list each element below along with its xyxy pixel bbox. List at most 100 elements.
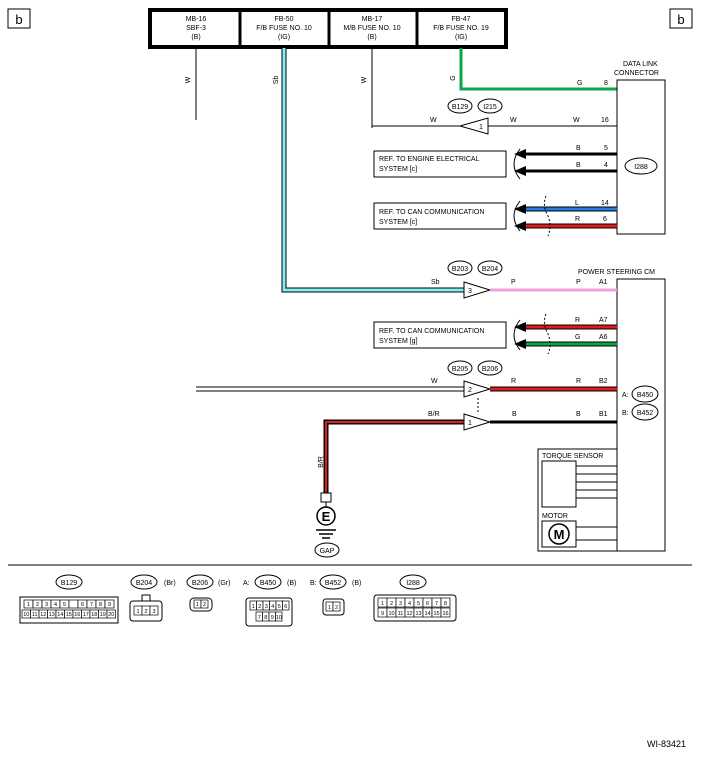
cv-b204-name: B204 xyxy=(136,580,152,587)
fuse-2-line3: (IG) xyxy=(278,34,290,41)
joint-b203-triangle xyxy=(463,281,492,299)
arrow-r-pin6 xyxy=(514,221,526,231)
joint-b205-oval1 xyxy=(447,360,473,376)
connector-pin-number: 6 xyxy=(426,601,429,607)
connector-pin-number: 17 xyxy=(83,612,89,618)
joint-b203-pin: 3 xyxy=(468,288,472,295)
connector-pin-cell xyxy=(106,609,116,619)
fuse-4-line2: F/B FUSE NO. 19 xyxy=(433,25,489,32)
cv-b129-oval xyxy=(55,574,83,590)
twisted-pair-mark-2 xyxy=(543,313,551,355)
ps-connector-a-name: B450 xyxy=(637,392,653,399)
connector-pin-cell xyxy=(440,607,451,618)
arrow-b-pin5 xyxy=(514,149,526,159)
dlc-title-2: CONNECTOR xyxy=(614,70,659,77)
connector-pin-number: 4 xyxy=(408,601,411,607)
cv-b204-latch xyxy=(141,594,151,602)
cv-b452-name: B452 xyxy=(325,580,341,587)
connector-pin-number: 1 xyxy=(27,602,30,608)
dlc-connector-oval xyxy=(624,157,658,175)
connector-pin-number: 2 xyxy=(203,602,206,608)
connector-pin-number: 8 xyxy=(264,615,267,621)
connector-pin-number: 1 xyxy=(196,602,199,608)
dlc-pin-label-l: L xyxy=(575,200,579,207)
connector-pin-number: 2 xyxy=(36,602,39,608)
ground-wire-label: B/R xyxy=(318,456,325,468)
cv-b452-prefix: B: xyxy=(310,580,317,587)
fuse-box: MB-16 SBF-3 (B) FB-50 F/B FUSE NO. 10 (I… xyxy=(148,8,508,49)
motor-icon xyxy=(548,523,570,545)
connector-pin-number: 19 xyxy=(100,612,106,618)
ps-pin-b2: B2 xyxy=(599,378,608,385)
dlc-pin-8: 8 xyxy=(604,80,608,87)
cv-b206-color: (Gr) xyxy=(218,580,230,587)
connector-pin-number: 7 xyxy=(258,615,261,621)
fuse-2-line2: F/B FUSE NO. 10 xyxy=(256,25,312,32)
cv-b450-oval xyxy=(254,574,282,590)
connector-pin-number: 1 xyxy=(381,601,384,607)
joint-b205-pin-lower: 1 xyxy=(468,420,472,427)
connector-pin-number: 12 xyxy=(406,611,412,617)
dlc-pin-6: 6 xyxy=(603,216,607,223)
joint-b205-wire-upper-left: W xyxy=(431,378,438,385)
joint-b203-oval2 xyxy=(477,260,503,276)
ref-box-can-g xyxy=(373,321,507,349)
arrow-l-pin14 xyxy=(514,204,526,214)
arrow-g-a6 xyxy=(514,339,526,349)
torque-sensor-label: TORQUE SENSOR xyxy=(542,453,603,460)
cv-b450-prefix: A: xyxy=(243,580,250,587)
connector-pin-number: 10 xyxy=(23,612,29,618)
fuse-2-line1: FB-50 xyxy=(274,16,293,23)
cv-b206-oval xyxy=(186,574,214,590)
ref-engine-bracket xyxy=(513,148,521,180)
connector-pin-cell xyxy=(104,599,115,609)
wire-g-dlc xyxy=(459,48,617,91)
ps-connector-b-oval xyxy=(631,403,659,421)
connector-pin-number: 16 xyxy=(442,611,448,617)
dlc-pin-14: 14 xyxy=(601,200,609,207)
connector-pin-number: 3 xyxy=(152,609,155,615)
wire-br-outline xyxy=(323,419,464,493)
cv-i288-name: I288 xyxy=(406,580,420,587)
connector-pin-number: 2 xyxy=(258,604,261,610)
connector-pin-number: 14 xyxy=(424,611,430,617)
connector-pin-number: 1 xyxy=(136,609,139,615)
ps-pin-a6: A6 xyxy=(599,334,608,341)
connector-pin-number: 9 xyxy=(108,602,111,608)
connector-pin-cell xyxy=(68,599,79,609)
connector-pin-number: 4 xyxy=(271,604,274,610)
page-mark-left-box xyxy=(7,8,31,29)
connector-pin-number: 3 xyxy=(399,601,402,607)
joint-b205-wire-lower-left: B/R xyxy=(428,411,440,418)
joint-b203-wire-left: Sb xyxy=(431,279,440,286)
ps-pin-label-g-a6: G xyxy=(575,334,580,341)
fuse-3-line2: M/B FUSE NO. 10 xyxy=(343,25,400,32)
connector-pin-number: 5 xyxy=(63,602,66,608)
ps-connector-a-oval xyxy=(631,385,659,403)
connector-pin-number: 1 xyxy=(252,604,255,610)
cv-b204-color: (Br) xyxy=(164,580,176,587)
connector-pin-cell xyxy=(200,599,209,609)
ref-engine-line1: REF. TO ENGINE ELECTRICAL xyxy=(379,156,480,163)
ground-label: GAP xyxy=(320,548,335,555)
torque-sensor-box xyxy=(541,460,577,508)
cv-b450-color: (B) xyxy=(287,580,296,587)
motor-label: MOTOR xyxy=(542,513,568,520)
ps-cm-title: POWER STEERING CM xyxy=(578,269,655,276)
joint-b205-name2: B206 xyxy=(482,366,498,373)
ground-terminal xyxy=(320,492,332,503)
ps-connector-b-name: B452 xyxy=(637,410,653,417)
connector-pin-number: 13 xyxy=(49,612,55,618)
fuse-1-line2: SBF-3 xyxy=(186,25,206,32)
dlc-pin-label-b1: B xyxy=(576,145,581,152)
connector-pin-cell xyxy=(282,600,290,611)
fuse-3-line3: (B) xyxy=(367,34,376,41)
cv-b452-oval xyxy=(319,574,347,590)
fuse-4-line1: FB-47 xyxy=(451,16,470,23)
joint-b129-oval1 xyxy=(447,98,473,114)
cv-b129-name: B129 xyxy=(61,580,77,587)
